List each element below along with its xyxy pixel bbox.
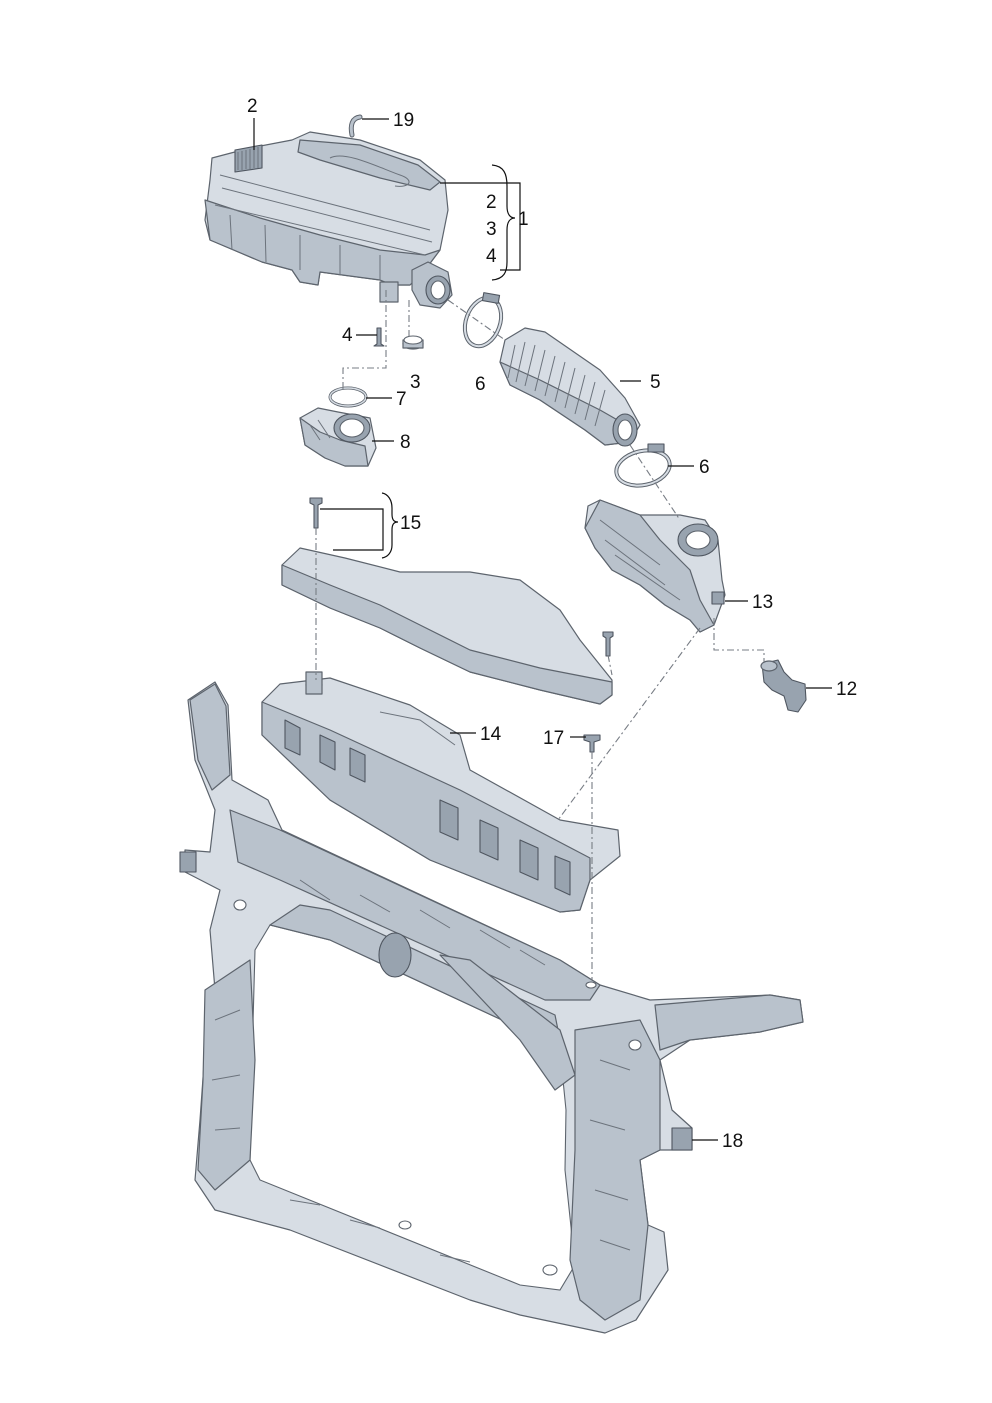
- label-13: 13: [752, 592, 773, 613]
- label-2-group: 2: [486, 192, 497, 213]
- leader-lines: [253, 118, 832, 1141]
- part-6-hose-clamp-lower: [614, 443, 672, 488]
- label-4-group: 4: [486, 246, 497, 267]
- label-6-upper: 6: [475, 374, 486, 395]
- label-12: 12: [836, 679, 857, 700]
- label-19: 19: [393, 110, 414, 131]
- part-4-pin: [373, 327, 385, 347]
- part-5-corrugated-hose: [499, 327, 641, 447]
- part-15-screws: [309, 497, 614, 657]
- label-4: 4: [342, 325, 353, 346]
- label-15: 15: [400, 513, 421, 534]
- part-3-grommet: [402, 335, 424, 350]
- label-5: 5: [650, 372, 661, 393]
- label-3-group: 3: [486, 219, 497, 240]
- assembly-lines: [315, 290, 765, 980]
- part-17-screw: [583, 734, 601, 753]
- callout-labels: 2 19 2 3 4 1 4 3 6 5 7 8 6 15 13 12 14 1…: [247, 96, 857, 1152]
- part-13-air-intake-duct: [584, 499, 726, 633]
- part-14-air-guide: [261, 671, 621, 913]
- part-6-hose-clamp-upper: [462, 292, 504, 349]
- label-18: 18: [722, 1131, 743, 1152]
- part-19-breather-hose: [348, 114, 363, 138]
- label-6-lower: 6: [699, 457, 710, 478]
- part-15-cover-plate: [281, 547, 613, 705]
- label-3: 3: [410, 372, 421, 393]
- label-14: 14: [480, 724, 502, 745]
- label-2-top: 2: [247, 96, 258, 117]
- part-7-seal-ring: [328, 386, 368, 408]
- part-1-air-filter-housing: [204, 131, 453, 309]
- label-8: 8: [400, 432, 411, 453]
- label-17: 17: [543, 728, 564, 749]
- label-7: 7: [396, 389, 407, 410]
- part-12-hose: [760, 659, 807, 713]
- label-1: 1: [518, 209, 529, 230]
- part-18-lock-carrier: [179, 681, 804, 1334]
- part-8-throttle-valve: [299, 407, 377, 467]
